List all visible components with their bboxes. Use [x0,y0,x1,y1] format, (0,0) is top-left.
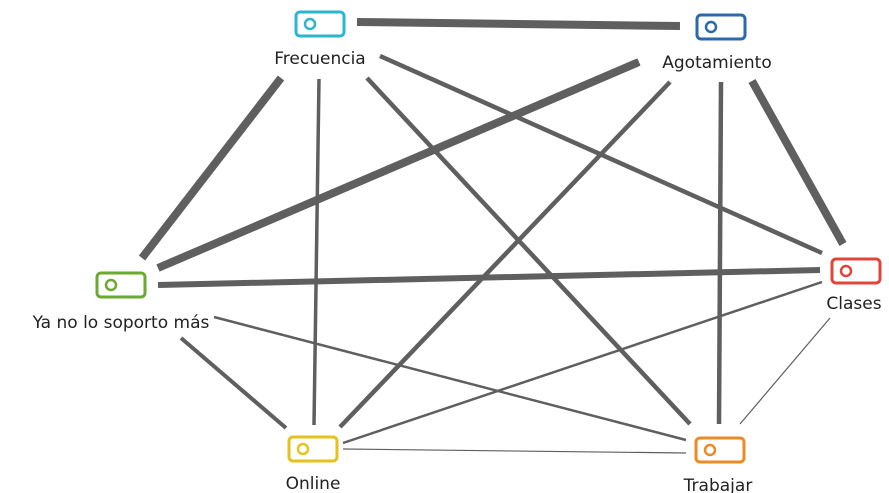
edges-layer [138,18,847,454]
edge-agotamiento-clases [748,79,847,246]
node-trabajar[interactable] [694,436,746,464]
node-agotamiento[interactable] [695,13,747,41]
edge-ya-no-trabajar [213,315,687,442]
node-ya-no-lo-soporto-mas-icon [95,271,147,299]
node-clases[interactable] [830,257,882,285]
node-ya-no-lo-soporto-mas[interactable] [95,271,147,299]
edge-clases-online [342,280,823,445]
edge-frecuencia-trabajar [365,76,692,426]
edge-frecuencia-online [312,78,321,426]
node-trabajar-label: Trabajar [683,476,753,493]
edge-frecuencia-agotamiento [356,18,681,30]
edge-agotamiento-trabajar [716,81,724,425]
node-trabajar-icon [694,436,746,464]
edge-agotamiento-online [338,80,672,429]
edge-online-trabajar [342,448,687,454]
node-agotamiento-icon [695,13,747,41]
node-agotamiento-label: Agotamiento [662,53,772,73]
edge-ya-no-clases [157,267,821,288]
node-online-icon [287,435,339,463]
node-ya-no-lo-soporto-mas-label: Ya no lo soporto más [32,313,210,333]
edge-ya-no-online [179,336,288,430]
node-online[interactable] [287,435,339,463]
node-frecuencia-icon [294,10,346,38]
edge-clases-trabajar [739,317,831,425]
node-frecuencia-label: Frecuencia [274,49,365,69]
edge-agotamiento-ya-no [156,58,641,272]
node-clases-label: Clases [826,294,881,314]
edge-frecuencia-ya-no [138,75,285,261]
node-clases-icon [830,257,882,285]
node-online-label: Online [286,474,341,493]
node-frecuencia[interactable] [294,10,346,38]
